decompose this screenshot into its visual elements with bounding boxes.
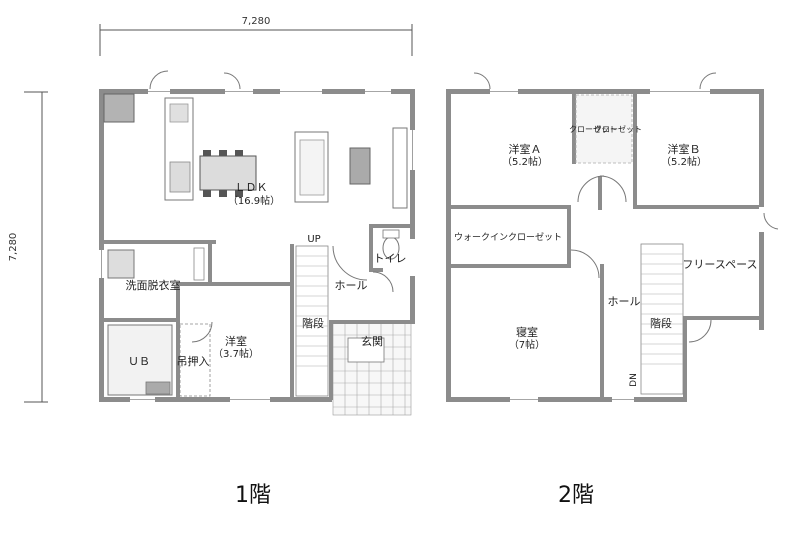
height-dimension: 7,280 bbox=[8, 91, 48, 403]
floor1-wall-wash-top bbox=[104, 240, 216, 244]
stove bbox=[169, 103, 189, 123]
tv-board bbox=[392, 127, 408, 209]
floor1-wall-left bbox=[99, 89, 104, 402]
floor2-wall-right-upper bbox=[759, 89, 764, 207]
coffee-table bbox=[349, 147, 371, 185]
floor1-western-room-size: （3.7帖） bbox=[213, 347, 259, 360]
stairs-up-label: UP bbox=[307, 234, 320, 245]
walk-in-closet-label: ウォークインクローゼット bbox=[454, 231, 562, 243]
free-space-label: フリースペース bbox=[682, 258, 757, 271]
floor2-stairs bbox=[640, 243, 684, 395]
entrance-label: 玄関 bbox=[361, 334, 383, 348]
floor2-stairs-label: 階段 bbox=[650, 316, 672, 330]
wash-room-label: 洗面脱衣室 bbox=[126, 278, 181, 292]
ldk-label: ＬＤＫ bbox=[235, 181, 268, 194]
floor1-western-room-label: 洋室 bbox=[225, 334, 247, 348]
sink bbox=[169, 161, 191, 193]
floor2-wall-right-lower bbox=[759, 232, 764, 330]
floor1-stairs bbox=[295, 245, 329, 397]
floor2-hall-label: ホール bbox=[608, 295, 641, 308]
western-room-b-label: 洋室Ｂ bbox=[668, 142, 701, 156]
floor2-wall-left bbox=[446, 89, 451, 402]
hanging-closet-label: 吊押入 bbox=[177, 354, 210, 368]
floor1-plan: ＬＤＫ （16.9帖） トイレ 洗面脱衣室 ホール 階段 UP 玄関 洋室 （3… bbox=[99, 70, 415, 416]
dining-table bbox=[199, 155, 257, 191]
refrigerator bbox=[103, 93, 135, 123]
floor2-wall-bottom bbox=[446, 397, 686, 402]
floor1-hall-label: ホール bbox=[335, 279, 368, 292]
ldk-size: （16.9帖） bbox=[228, 194, 280, 207]
western-room-a-label: 洋室Ａ bbox=[509, 142, 542, 156]
height-dimension-label: 7,280 bbox=[8, 233, 19, 262]
closet-box bbox=[575, 94, 633, 164]
toilet-label: トイレ bbox=[374, 252, 407, 265]
width-dimension: 7,280 bbox=[99, 16, 413, 56]
wash-basin bbox=[107, 249, 135, 279]
floor2-wall-top bbox=[446, 89, 764, 94]
floor2-plan: 洋室Ａ （5.2帖） 洋室Ｂ （5.2帖） クローゼット クローゼット ウォーク… bbox=[446, 72, 779, 402]
closet-a-label: クローゼット bbox=[569, 124, 617, 134]
floor2-title: 2階 bbox=[558, 483, 594, 508]
washing-machine bbox=[193, 247, 205, 281]
floor1-wall-right-mid bbox=[410, 276, 415, 323]
western-room-a-size: （5.2帖） bbox=[502, 155, 548, 168]
western-room-b-size: （5.2帖） bbox=[661, 155, 707, 168]
bedroom-size: （7帖） bbox=[509, 338, 545, 351]
entrance-pattern bbox=[332, 322, 412, 416]
unit-bath-label: ＵＢ bbox=[128, 355, 150, 368]
width-dimension-label: 7,280 bbox=[242, 16, 271, 27]
floor1-stairs-label: 階段 bbox=[302, 316, 324, 330]
floor1-wall-bottom bbox=[99, 397, 332, 402]
stairs-down-label: DN bbox=[629, 373, 639, 387]
closet-b-label: クローゼット bbox=[594, 124, 642, 134]
floor1-wall-top bbox=[99, 89, 415, 94]
floor1-title: 1階 bbox=[235, 483, 271, 508]
bedroom-label: 寝室 bbox=[516, 325, 538, 339]
closet bbox=[179, 323, 211, 397]
